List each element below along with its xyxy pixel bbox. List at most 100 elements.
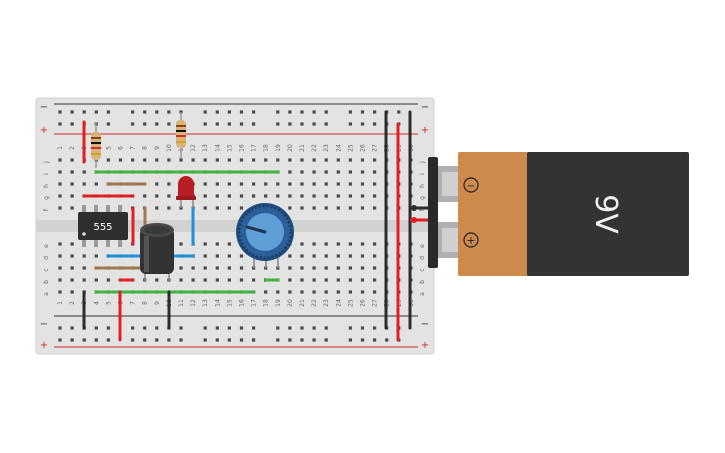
terminal-hole[interactable] bbox=[324, 278, 328, 282]
terminal-hole[interactable] bbox=[360, 206, 365, 210]
ic-555[interactable]: 555 bbox=[78, 205, 128, 247]
terminal-hole[interactable] bbox=[239, 278, 244, 282]
terminal-hole[interactable] bbox=[288, 194, 292, 198]
terminal-hole[interactable] bbox=[131, 158, 135, 162]
terminal-hole[interactable] bbox=[312, 278, 316, 282]
terminal-hole[interactable] bbox=[264, 158, 268, 162]
wires[interactable] bbox=[82, 110, 412, 342]
terminal-hole[interactable] bbox=[348, 194, 352, 198]
rail-hole[interactable] bbox=[312, 326, 316, 330]
terminal-hole[interactable] bbox=[82, 278, 86, 282]
rail-hole[interactable] bbox=[58, 338, 62, 342]
terminal-hole[interactable] bbox=[215, 266, 219, 270]
terminal-hole[interactable] bbox=[336, 158, 340, 162]
led-red[interactable] bbox=[176, 176, 196, 208]
terminal-hole[interactable] bbox=[167, 182, 171, 186]
terminal-hole[interactable] bbox=[70, 242, 74, 246]
rail-hole[interactable] bbox=[360, 326, 365, 330]
rail-hole[interactable] bbox=[288, 326, 292, 330]
terminal-hole[interactable] bbox=[264, 182, 268, 186]
terminal-hole[interactable] bbox=[70, 254, 74, 258]
terminal-hole[interactable] bbox=[94, 254, 98, 258]
rail-hole[interactable] bbox=[288, 338, 292, 342]
rail-hole[interactable] bbox=[94, 338, 98, 342]
rail-hole[interactable] bbox=[312, 122, 316, 126]
terminal-hole[interactable] bbox=[94, 182, 98, 186]
rail-hole[interactable] bbox=[239, 122, 244, 126]
terminal-hole[interactable] bbox=[300, 158, 304, 162]
rail-hole[interactable] bbox=[385, 338, 389, 342]
terminal-hole[interactable] bbox=[360, 182, 365, 186]
terminal-hole[interactable] bbox=[373, 242, 377, 246]
terminal-hole[interactable] bbox=[336, 290, 340, 294]
rail-hole[interactable] bbox=[324, 326, 328, 330]
terminal-hole[interactable] bbox=[264, 194, 268, 198]
terminal-hole[interactable] bbox=[312, 290, 316, 294]
terminal-hole[interactable] bbox=[373, 158, 377, 162]
rail-hole[interactable] bbox=[348, 326, 352, 330]
potentiometer[interactable] bbox=[236, 203, 294, 268]
terminal-hole[interactable] bbox=[324, 206, 328, 210]
terminal-hole[interactable] bbox=[312, 182, 316, 186]
rail-hole[interactable] bbox=[300, 110, 304, 114]
terminal-hole[interactable] bbox=[203, 266, 207, 270]
terminal-hole[interactable] bbox=[227, 242, 231, 246]
terminal-hole[interactable] bbox=[373, 206, 377, 210]
terminal-hole[interactable] bbox=[348, 158, 352, 162]
terminal-hole[interactable] bbox=[70, 182, 74, 186]
battery-9v[interactable]: − + 9V bbox=[410, 152, 689, 276]
terminal-hole[interactable] bbox=[58, 158, 62, 162]
rail-hole[interactable] bbox=[348, 122, 352, 126]
terminal-hole[interactable] bbox=[215, 194, 219, 198]
rail-hole[interactable] bbox=[203, 326, 207, 330]
terminal-hole[interactable] bbox=[58, 182, 62, 186]
terminal-hole[interactable] bbox=[106, 158, 110, 162]
rail-hole[interactable] bbox=[70, 326, 74, 330]
terminal-hole[interactable] bbox=[191, 266, 195, 270]
terminal-hole[interactable] bbox=[227, 158, 231, 162]
terminal-hole[interactable] bbox=[288, 290, 292, 294]
terminal-hole[interactable] bbox=[58, 194, 62, 198]
terminal-hole[interactable] bbox=[70, 278, 74, 282]
rail-hole[interactable] bbox=[155, 338, 159, 342]
terminal-hole[interactable] bbox=[312, 242, 316, 246]
terminal-hole[interactable] bbox=[155, 182, 159, 186]
terminal-hole[interactable] bbox=[58, 278, 62, 282]
terminal-hole[interactable] bbox=[312, 170, 316, 174]
terminal-hole[interactable] bbox=[288, 158, 292, 162]
terminal-hole[interactable] bbox=[155, 278, 159, 282]
terminal-hole[interactable] bbox=[82, 254, 86, 258]
rail-hole[interactable] bbox=[106, 326, 110, 330]
rail-hole[interactable] bbox=[203, 122, 207, 126]
terminal-hole[interactable] bbox=[288, 266, 292, 270]
terminal-hole[interactable] bbox=[312, 158, 316, 162]
terminal-hole[interactable] bbox=[82, 266, 86, 270]
terminal-hole[interactable] bbox=[252, 158, 256, 162]
rail-hole[interactable] bbox=[58, 110, 62, 114]
rail-hole[interactable] bbox=[70, 122, 74, 126]
terminal-hole[interactable] bbox=[227, 278, 231, 282]
rail-hole[interactable] bbox=[227, 338, 231, 342]
terminal-hole[interactable] bbox=[336, 206, 340, 210]
terminal-hole[interactable] bbox=[324, 158, 328, 162]
terminal-hole[interactable] bbox=[203, 242, 207, 246]
rail-hole[interactable] bbox=[288, 122, 292, 126]
terminal-hole[interactable] bbox=[70, 170, 74, 174]
rail-hole[interactable] bbox=[155, 326, 159, 330]
terminal-hole[interactable] bbox=[94, 278, 98, 282]
rail-hole[interactable] bbox=[94, 110, 98, 114]
terminal-hole[interactable] bbox=[288, 182, 292, 186]
terminal-hole[interactable] bbox=[373, 194, 377, 198]
terminal-hole[interactable] bbox=[215, 182, 219, 186]
terminal-hole[interactable] bbox=[203, 182, 207, 186]
rail-hole[interactable] bbox=[131, 110, 135, 114]
terminal-hole[interactable] bbox=[276, 290, 280, 294]
terminal-hole[interactable] bbox=[360, 254, 365, 258]
rail-hole[interactable] bbox=[300, 338, 304, 342]
terminal-hole[interactable] bbox=[360, 194, 365, 198]
terminal-hole[interactable] bbox=[70, 158, 74, 162]
rail-hole[interactable] bbox=[360, 338, 365, 342]
rail-hole[interactable] bbox=[373, 110, 377, 114]
terminal-hole[interactable] bbox=[336, 266, 340, 270]
terminal-hole[interactable] bbox=[58, 206, 62, 210]
